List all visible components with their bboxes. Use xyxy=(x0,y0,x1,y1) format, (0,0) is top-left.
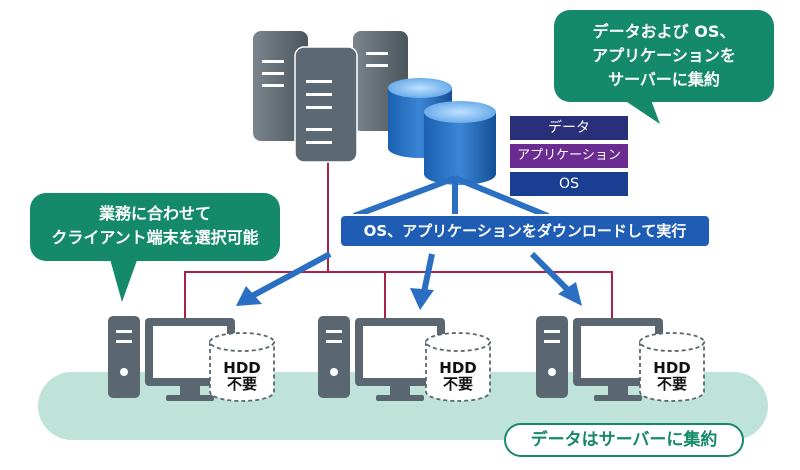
hdd-icon xyxy=(425,332,491,402)
hdd-label-line-1: HDD xyxy=(439,359,477,377)
client-1 xyxy=(108,316,275,402)
callout-client-choice: 業務に合わせて クライアント端末を選択可能 xyxy=(30,193,280,261)
hdd-label-line-2: 不要 xyxy=(442,375,473,393)
server-group-icon xyxy=(253,31,408,163)
arrow-middle-icon xyxy=(421,253,435,293)
callout-left-line-1: 業務に合わせて xyxy=(98,204,211,223)
hdd-label-3: HDD 不要 xyxy=(640,360,704,392)
hdd-label-line-2: 不要 xyxy=(226,375,257,393)
stack-layer-application: アプリケーション xyxy=(510,144,628,168)
data-on-server-pill: データはサーバーに集約 xyxy=(504,423,744,457)
hdd-icon xyxy=(639,332,705,402)
callout-server-consolidation: データおよび OS、 アプリケーションを サーバーに集約 xyxy=(554,10,774,102)
hdd-icon xyxy=(209,332,275,402)
stack-layer-data: データ xyxy=(510,116,628,140)
hdd-label-2: HDD 不要 xyxy=(426,360,490,392)
hdd-label-line-1: HDD xyxy=(653,359,691,377)
callout-top-line-3: サーバーに集約 xyxy=(608,70,720,89)
stack-layer-os: OS xyxy=(510,172,628,196)
hdd-label-line-1: HDD xyxy=(223,359,261,377)
arrow-right-icon xyxy=(529,251,571,293)
hdd-label-1: HDD 不要 xyxy=(210,360,274,392)
callout-left-tail xyxy=(108,252,140,302)
callout-top-line-2: アプリケーションを xyxy=(592,46,736,65)
callout-left-line-2: クライアント端末を選択可能 xyxy=(51,228,259,247)
client-3 xyxy=(536,316,705,402)
client-2 xyxy=(318,316,491,402)
database-front-icon xyxy=(424,101,496,185)
download-arrows xyxy=(236,175,582,310)
tower-icon xyxy=(108,316,140,398)
tower-icon xyxy=(536,316,568,398)
tower-icon xyxy=(318,316,350,398)
callout-top-line-1: データおよび OS、 xyxy=(592,22,736,41)
server-front-icon xyxy=(294,46,358,163)
hdd-label-line-2: 不要 xyxy=(656,375,687,393)
download-banner: OS、アプリケーションをダウンロードして実行 xyxy=(339,214,711,248)
arrow-left-icon xyxy=(250,251,332,299)
